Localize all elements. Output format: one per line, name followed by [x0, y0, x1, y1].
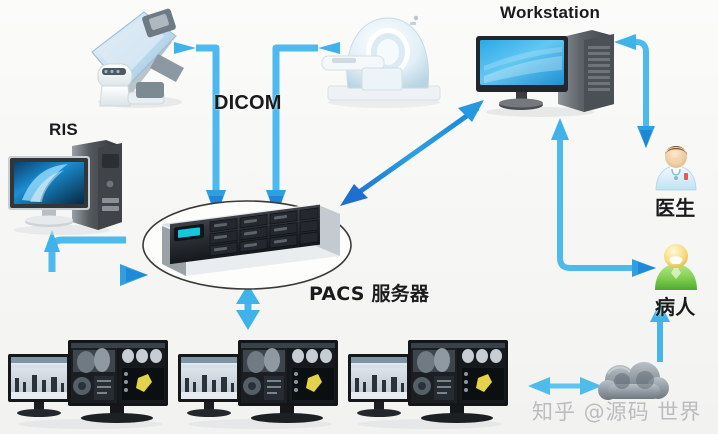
pacs-server-storage	[142, 200, 352, 290]
arrow-cloud-to-patient	[650, 302, 670, 362]
arrow-workstation-doctor	[614, 34, 655, 148]
arrow-ris-to-pacs	[44, 230, 148, 286]
label-ris: RIS	[49, 120, 78, 139]
arrow-pacs-to-workstation	[340, 100, 484, 206]
label-pacs-server: PACS 服务器	[309, 283, 430, 305]
ris-computer	[8, 140, 122, 235]
label-doctor: 医生	[655, 196, 696, 220]
arrow-pacs-to-viewers	[236, 284, 260, 330]
workstation-computer	[476, 30, 614, 117]
doctor-avatar	[655, 146, 697, 191]
viewing-station-2	[178, 340, 338, 429]
label-patient: 病人	[655, 295, 696, 319]
viewing-station-3	[348, 340, 508, 429]
patient-avatar	[655, 244, 697, 290]
ct-scanner	[321, 15, 441, 108]
viewing-station-1	[8, 340, 168, 429]
arrow-patient-workstation	[551, 118, 656, 277]
x-ray-machine	[91, 8, 184, 108]
label-workstation: Workstation	[500, 3, 601, 22]
watermark: 知乎 @源码 世界	[532, 400, 702, 424]
cloud-icon	[598, 362, 669, 400]
label-dicom: DICOM	[214, 92, 282, 114]
arrow-viewers-to-cloud	[528, 377, 602, 395]
